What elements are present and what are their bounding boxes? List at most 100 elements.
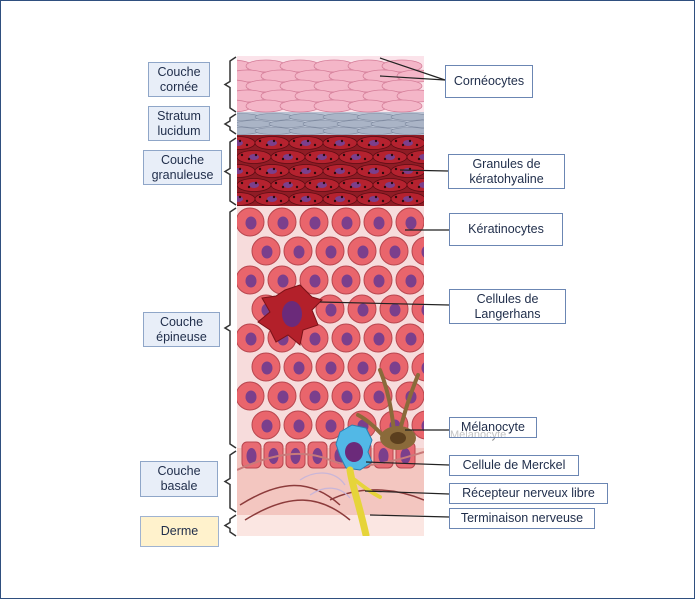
granular-nucleus [369,196,379,202]
nerve-ending-branch [353,478,382,499]
layer-bracket [223,137,237,206]
keratohyaline-granule [347,171,351,175]
keratohyaline-granule [279,143,283,147]
keratohyaline-granule [347,143,351,147]
keratohyaline-granule [394,139,398,143]
keratohyaline-granule [363,185,367,189]
lucidum-cell [356,127,396,135]
keratinocyte-nucleus [325,303,337,317]
granular-nucleus [317,154,327,160]
keratohyaline-granule [360,195,364,199]
keratohyaline-granule [254,181,258,185]
keratohyaline-granule [313,171,317,175]
keratohyaline-granule [292,195,296,199]
corneocyte-cells [237,59,424,113]
leader-line [379,75,446,81]
keratohyaline-granule [376,181,380,185]
keratohyaline-granule [232,144,234,146]
keratohyaline-granule [374,139,378,143]
keratinocyte-nucleus [357,245,369,259]
keratohyaline-granule [225,140,227,142]
layer-bracket [223,450,237,513]
keratohyaline-granule [295,185,299,189]
keratohyaline-granule [265,143,269,147]
dermis-fibers [239,484,424,521]
free-nerve-ending [346,466,370,536]
keratohyaline-granule [326,167,330,171]
keratinocyte-nucleus [421,304,424,316]
keratohyaline-granule [308,181,312,185]
leader-line [379,57,446,81]
keratohyaline-granule [265,199,269,203]
lucidum-cell [288,113,328,121]
granular-cell [406,150,424,164]
keratohyaline-granule [415,171,419,175]
keratohyaline-granule [315,157,319,161]
granular-nucleus [237,168,243,174]
leader-line [369,514,450,518]
keratohyaline-granule [232,172,234,174]
granular-cells [225,136,434,206]
lucidum-cell [336,120,376,128]
keratohyaline-granule [258,167,262,171]
keratinocyte-nucleus [405,216,417,230]
keratohyaline-granule [394,195,398,199]
layer-bracket [223,207,237,449]
keratohyaline-granule [238,167,242,171]
keratinocyte-nucleus [421,362,424,374]
keratohyaline-granule [356,181,360,185]
keratinocyte [411,236,424,266]
keratinocyte [411,410,424,440]
leader-line [364,490,450,495]
granular-nucleus [403,168,413,174]
label-recepteur-nerveux: Récepteur nerveux libre [449,483,608,504]
keratohyaline-granule [363,157,367,161]
keratohyaline-granule [306,139,310,143]
basal-nucleus [290,448,301,464]
lucidum-cell [390,113,424,121]
keratohyaline-granule [313,199,317,203]
corneocyte [381,99,423,113]
keratohyaline-granule [394,167,398,171]
lucidum-cell [254,127,294,135]
label-stratum-lucidum: Stratum lucidum [148,106,210,141]
keratohyaline-granule [383,185,387,189]
keratohyaline-granule [247,157,251,161]
keratinocyte-nucleus [277,390,289,404]
keratinocyte-nucleus [341,390,353,404]
keratohyaline-granule [342,181,346,185]
keratohyaline-granule [408,195,412,199]
keratohyaline-granule [381,171,385,175]
keratinocyte-nucleus [293,419,305,433]
keratohyaline-granule [367,171,371,175]
keratinocyte-nucleus [373,390,385,404]
granular-nucleus [335,140,345,146]
granular-nucleus [369,140,379,146]
keratinocyte [411,294,424,324]
leader-lines [319,57,450,518]
keratohyaline-granule [306,167,310,171]
keratohyaline-granule [417,185,421,189]
keratohyaline-granule [401,199,405,203]
keratinocyte-nucleus [325,419,337,433]
granular-nucleus [403,140,413,146]
label-terminaison-nerveuse: Terminaison nerveuse [449,508,595,529]
keratinocyte-nucleus [277,274,289,288]
basal-nucleus [378,448,389,464]
keratohyaline-granule [356,153,360,157]
keratohyaline-granule [274,153,278,157]
keratohyaline-granule [347,199,351,203]
keratohyaline-granule [322,153,326,157]
granular-nucleus [301,140,311,146]
merkel-nucleus [345,442,363,462]
keratohyaline-granule [432,186,434,188]
basal-nucleus [246,448,257,464]
keratinocyte-nucleus [373,332,385,346]
keratohyaline-granule [415,143,419,147]
granular-nucleus [237,140,243,146]
granular-nucleus [249,154,259,160]
tissue-block [225,56,434,536]
lucidum-cell [370,120,410,128]
keratohyaline-granule [238,139,242,143]
